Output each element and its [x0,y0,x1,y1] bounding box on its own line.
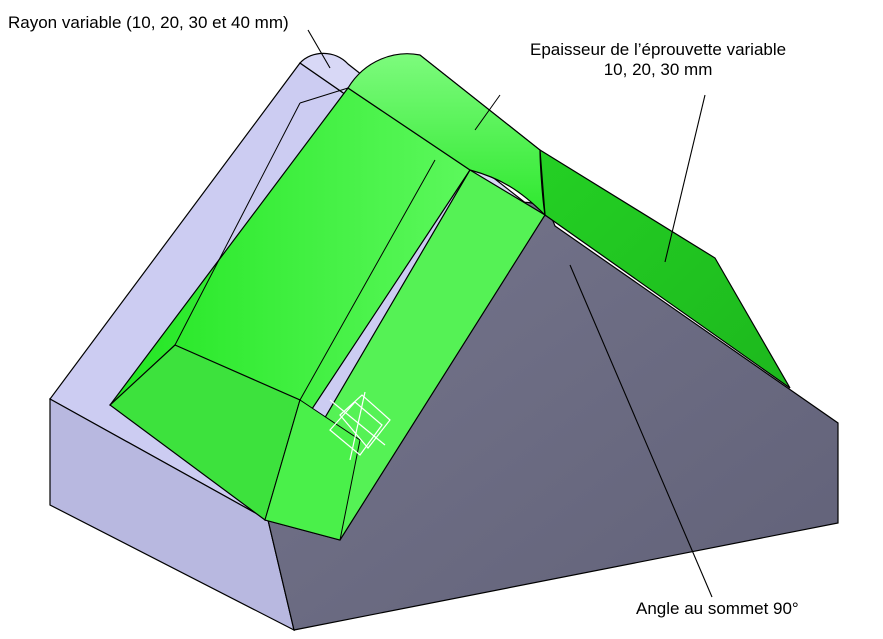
edge-line-3 [299,87,349,104]
specimen-right-face [539,148,791,389]
edge-line-5 [474,94,501,131]
annotation-thickness-line2: 10, 20, 30 mm [603,60,713,79]
annotation-apex-angle: Angle au sommet 90° [636,599,799,618]
edge-line-1 [174,102,301,346]
edge-line-4 [419,54,541,151]
annotation-thickness-line1: Epaisseur de l’éprouvette variable [530,40,787,59]
leader-thickness [664,94,706,263]
leader-angle [569,264,713,598]
annotation-radius: Rayon variable (10, 20, 30 et 40 mm) [8,13,289,32]
edge-line-2 [299,159,436,401]
leader-radius [307,29,331,69]
annotation-thickness: Epaisseur de l’éprouvette variable 10, 2… [530,40,786,80]
compass-triad-icon [329,391,391,461]
specimen-rounded-top [347,53,546,217]
